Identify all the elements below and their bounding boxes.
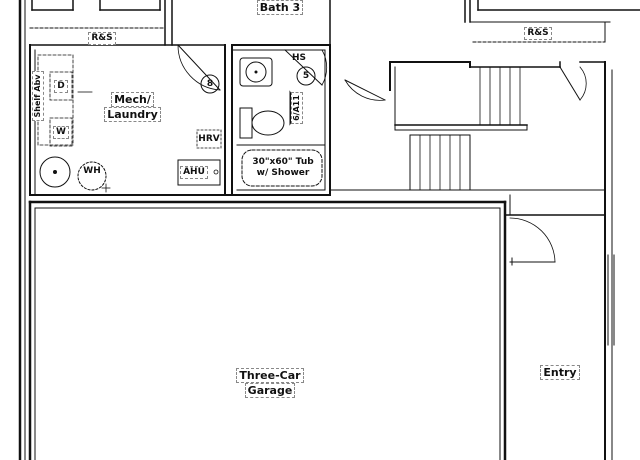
bath-3-text: Bath 3	[256, 0, 304, 15]
tag-8-text: 8	[206, 79, 214, 89]
washer-label: W	[52, 126, 70, 139]
tub-label: 30"x60" Tub w/ Shower	[238, 157, 328, 179]
room-label-three-car-garage: Three-Car Garage	[225, 368, 315, 398]
hs-label: HS	[288, 53, 310, 64]
tag-8-label: 8	[202, 79, 218, 90]
ahu-label: AHU	[180, 166, 208, 179]
detail-ref-label: 6/A11	[291, 88, 303, 128]
rs-left-text: R&S	[88, 32, 116, 45]
room-label-bath-3: Bath 3	[240, 0, 320, 15]
three-car-text: Three-Car	[236, 368, 304, 383]
detail-ref-text: 6/A11	[291, 92, 303, 124]
room-label-mech-laundry: Mech/ Laundry	[95, 92, 170, 122]
tag-5-text: 5	[302, 71, 310, 81]
tag-5-label: 5	[298, 71, 314, 82]
rs-right-text: R&S	[524, 27, 552, 40]
hrv-text: HRV	[198, 134, 220, 144]
dryer-text: D	[54, 80, 68, 93]
hs-text: HS	[291, 53, 306, 63]
water-heater-text: WH	[83, 166, 101, 176]
shelf-above-text: Shelf Abv	[32, 71, 44, 121]
ahu-text: AHU	[180, 166, 208, 179]
laundry-text: Laundry	[104, 107, 161, 122]
hrv-label: HRV	[196, 134, 222, 145]
mech-text: Mech/	[111, 92, 154, 107]
washer-text: W	[53, 126, 69, 139]
garage-text: Garage	[244, 383, 296, 398]
tub-line1-text: 30"x60" Tub	[252, 157, 314, 167]
dryer-label: D	[52, 80, 70, 93]
shelf-above-label: Shelf Abv	[32, 66, 44, 126]
tub-line2-text: w/ Shower	[256, 168, 310, 178]
shelf-label-rs-right: R&S	[518, 27, 558, 40]
water-heater-label: WH	[79, 166, 105, 177]
entry-text: Entry	[540, 365, 580, 380]
shelf-label-rs-left: R&S	[82, 32, 122, 45]
room-label-entry: Entry	[535, 365, 585, 380]
